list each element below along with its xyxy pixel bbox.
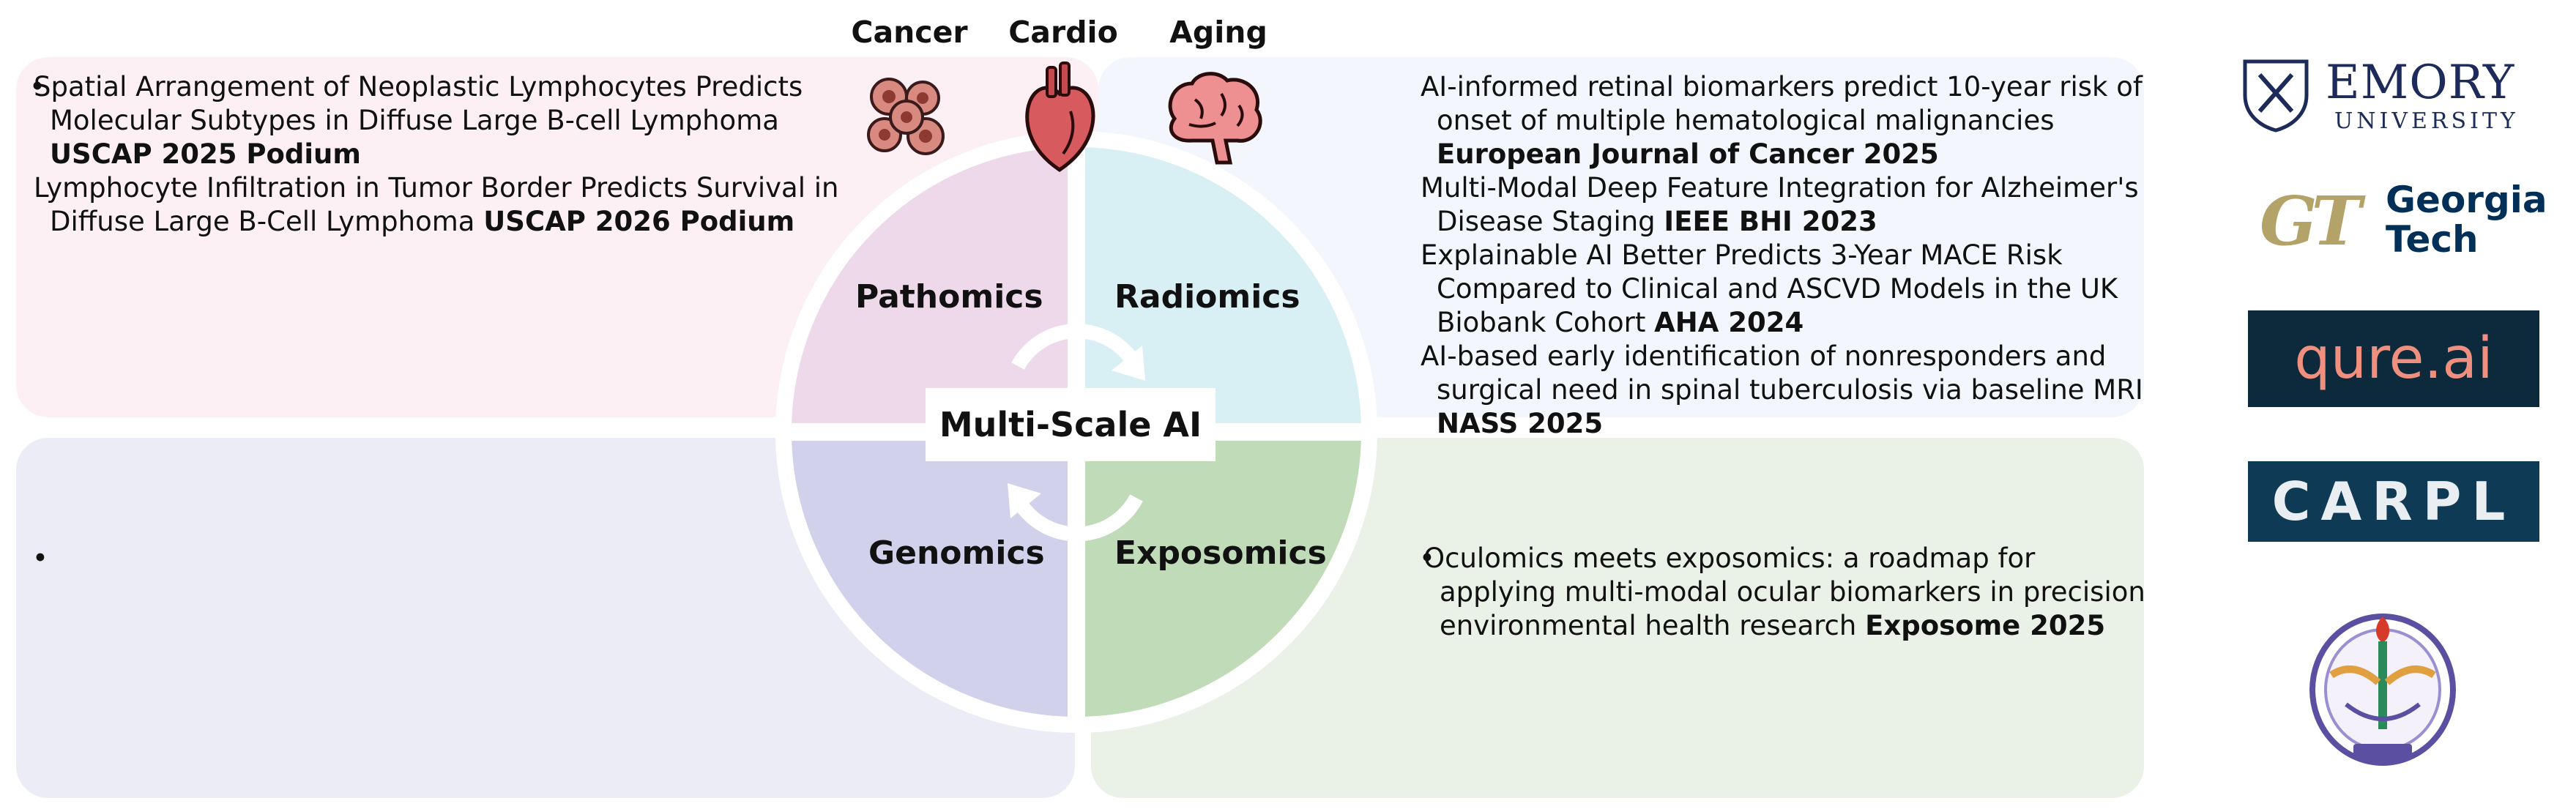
publication-venue: USCAP 2025 Podium <box>50 138 361 170</box>
caption-cancer: Cancer <box>851 15 968 50</box>
bullet: • <box>29 71 45 102</box>
exposomics-label: Exposomics <box>1114 534 1327 572</box>
publication-title: Explainable AI Better Predicts 3-Year MA… <box>1421 239 2118 338</box>
carpl-logo: CARPL <box>2248 461 2539 542</box>
publication-venue: USCAP 2026 Podium <box>483 206 795 237</box>
publication-title: Spatial Arrangement of Neoplastic Lympho… <box>34 71 803 136</box>
publication-item: AI-based early identification of nonresp… <box>1421 340 2145 441</box>
bullet: • <box>1419 543 1435 574</box>
caption-aging: Aging <box>1169 15 1267 50</box>
publication-item: Explainable AI Better Predicts 3-Year MA… <box>1421 239 2145 340</box>
qure-ai-logo: qure.ai <box>2248 310 2539 407</box>
emory-name: EMORY <box>2326 56 2515 110</box>
radiomics-quadrant <box>1076 139 1369 432</box>
gt-monogram-icon: GT <box>2260 182 2361 261</box>
publication-item: AI-informed retinal biomarkers predict 1… <box>1421 70 2145 171</box>
publication-venue: IEEE BHI 2023 <box>1664 206 1877 237</box>
genomics-quadrant <box>783 432 1076 725</box>
brain-icon <box>1168 72 1262 165</box>
publication-item: Lymphocyte Infiltration in Tumor Border … <box>34 171 839 239</box>
publication-title: AI-informed retinal biomarkers predict 1… <box>1421 71 2143 136</box>
emory-shield-icon <box>2243 59 2309 133</box>
heart-icon <box>1025 61 1095 173</box>
publication-title: Lymphocyte Infiltration in Tumor Border … <box>34 172 839 237</box>
genomics-bullet: • <box>32 543 48 574</box>
medical-college-seal-icon <box>2309 614 2456 766</box>
publication-title: Oculomics meets exposomics: a roadmap fo… <box>1423 543 2145 641</box>
qure-ai-wordmark: qure.ai <box>2294 326 2493 392</box>
publication-title: AI-based early identification of nonresp… <box>1421 340 2143 406</box>
cycle-arrows-icon <box>1008 324 1145 542</box>
publication-item: Spatial Arrangement of Neoplastic Lympho… <box>34 70 839 171</box>
center-label: Multi-Scale AI <box>926 388 1216 461</box>
exposomics-publications: • Oculomics meets exposomics: a roadmap … <box>1419 542 2148 643</box>
publication-title: Multi-Modal Deep Feature Integration for… <box>1421 172 2139 237</box>
radiomics-publications: AI-informed retinal biomarkers predict 1… <box>1421 70 2145 441</box>
publication-item: Oculomics meets exposomics: a roadmap fo… <box>1423 542 2148 643</box>
publication-venue: NASS 2025 <box>1437 408 1604 439</box>
emory-subtitle: UNIVERSITY <box>2334 108 2519 134</box>
exposomics-quadrant <box>1076 432 1369 725</box>
carpl-wordmark: CARPL <box>2271 471 2516 532</box>
publication-venue: AHA 2024 <box>1654 307 1804 338</box>
genomics-label: Genomics <box>868 534 1045 572</box>
publication-venue: Exposome 2025 <box>1865 610 2106 641</box>
emory-university-logo: EMORY UNIVERSITY <box>2241 54 2534 136</box>
cancer-cells-icon <box>867 78 945 155</box>
pathomics-label: Pathomics <box>855 278 1043 316</box>
multi-scale-ai-diagram <box>775 131 1377 733</box>
radiomics-label: Radiomics <box>1114 278 1300 316</box>
publication-venue: European Journal of Cancer 2025 <box>1437 138 1939 170</box>
publication-item: Multi-Modal Deep Feature Integration for… <box>1421 171 2145 239</box>
pathomics-publications: • Spatial Arrangement of Neoplastic Lymp… <box>29 70 839 239</box>
pathomics-quadrant <box>783 139 1076 432</box>
caption-cardio: Cardio <box>1008 15 1118 50</box>
